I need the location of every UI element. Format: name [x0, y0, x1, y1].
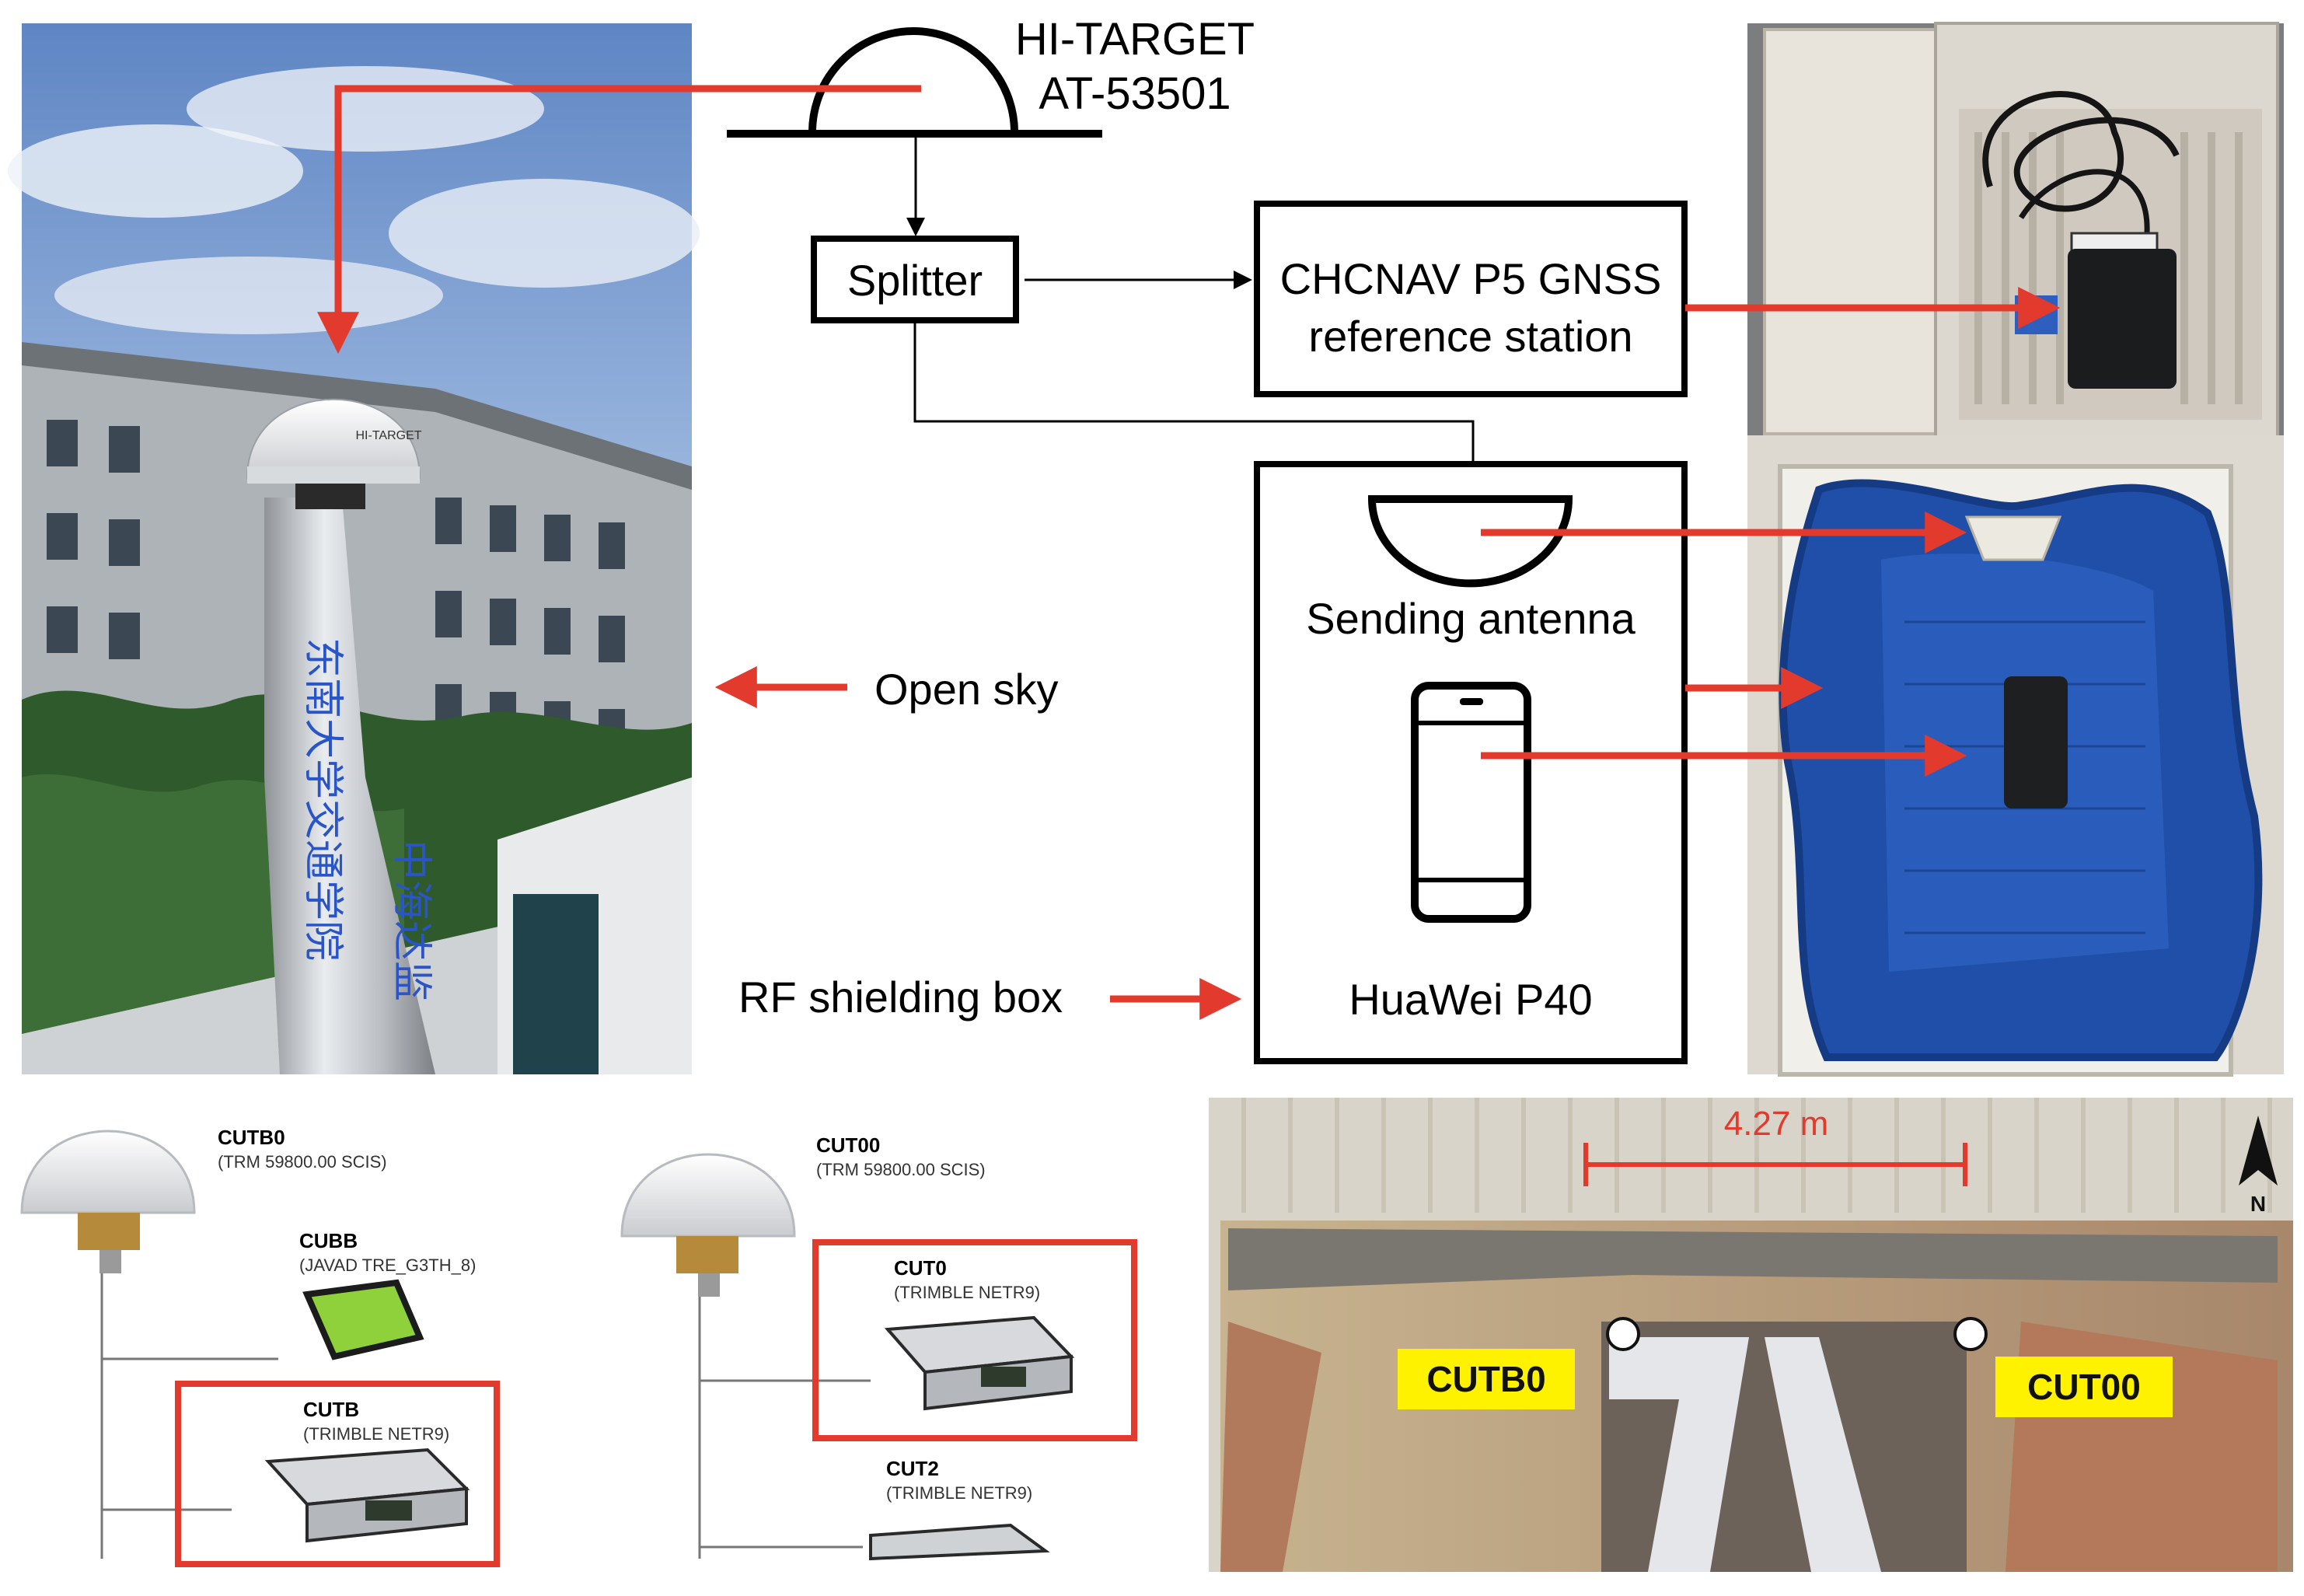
north-label: N	[2250, 1192, 2266, 1216]
netr9-receiver-cut2	[869, 1523, 1050, 1561]
netr9-receiver-cut0	[884, 1315, 1075, 1411]
cubb-model: (JAVAD TRE_G3TH_8)	[299, 1255, 476, 1275]
netr9-receiver-cutb	[264, 1448, 470, 1543]
cut00-model: (TRM 59800.00 SCIS)	[816, 1160, 986, 1179]
cutb0-name: CUTB0	[218, 1126, 285, 1149]
satellite-map: 4.27 m N CUTB0 CUT00	[1209, 1098, 2293, 1572]
phone-icon	[1411, 682, 1531, 923]
splitter-label: Splitter	[847, 256, 983, 305]
phone-label: HuaWei P40	[1349, 975, 1592, 1024]
point-cut00	[1953, 1317, 1988, 1351]
cutb-highlight-box	[175, 1381, 500, 1567]
distance-label: 4.27 m	[1724, 1105, 1829, 1143]
splitter-box	[811, 236, 1019, 323]
photo-reference-cabinet	[1747, 22, 2284, 449]
schematic: HI-TARGET AT-53501 Splitter CHCNAV P5 GN…	[727, 14, 1688, 1064]
pole-text-2: 中海达监	[388, 840, 435, 1001]
sending-antenna-label: Sending antenna	[1306, 594, 1635, 643]
cut2-model: (TRIMBLE NETR9)	[886, 1483, 1032, 1503]
cutb0-model: (TRM 59800.00 SCIS)	[218, 1152, 387, 1172]
photo-shield-box	[1747, 435, 2284, 1077]
point-cutb0	[1606, 1317, 1640, 1351]
cut0-name: CUT0	[894, 1256, 947, 1280]
cut0-model: (TRIMBLE NETR9)	[894, 1283, 1040, 1302]
cut2-name: CUT2	[886, 1457, 939, 1480]
arrow-antenna-to-photo	[317, 85, 921, 354]
antenna-name: HI-TARGET	[1015, 14, 1255, 65]
north-arrow-icon	[2239, 1116, 2278, 1186]
rf-shielding-box-label: RF shielding box	[738, 973, 1063, 1022]
pole-text-1: 东南大学交通学院	[299, 637, 346, 961]
reference-station-line1: CHCNAV P5 GNSS	[1280, 254, 1662, 303]
cutb-model: (TRIMBLE NETR9)	[303, 1424, 449, 1444]
antenna-symbol	[808, 27, 1018, 133]
reference-station-line2: reference station	[1308, 312, 1632, 361]
cut00-name: CUT00	[816, 1133, 880, 1157]
cutb-name: CUTB	[303, 1398, 359, 1421]
map-label-cut00: CUT00	[2027, 1367, 2141, 1407]
reference-station-box	[1254, 201, 1688, 397]
cubb-name: CUBB	[299, 1229, 358, 1252]
cut0-highlight-box	[812, 1239, 1137, 1441]
antenna-model: AT-53501	[1039, 68, 1231, 119]
dome-brand-label: HI-TARGET	[355, 429, 421, 442]
middle-receiver-setup: CUT00 (TRM 59800.00 SCIS) CUT0 (TRIMBLE …	[620, 1133, 1137, 1561]
callout-arrows	[317, 85, 2061, 1020]
map-label-cutb0: CUTB0	[1426, 1359, 1545, 1399]
open-sky-label: Open sky	[874, 665, 1059, 714]
photo-rooftop-antenna: 东南大学交通学院 中海达监 HI-TARGET	[8, 23, 700, 1074]
javad-receiver	[302, 1279, 424, 1360]
left-receiver-setup: CUTB0 (TRM 59800.00 SCIS) CUBB (JAVAD TR…	[20, 1126, 500, 1567]
